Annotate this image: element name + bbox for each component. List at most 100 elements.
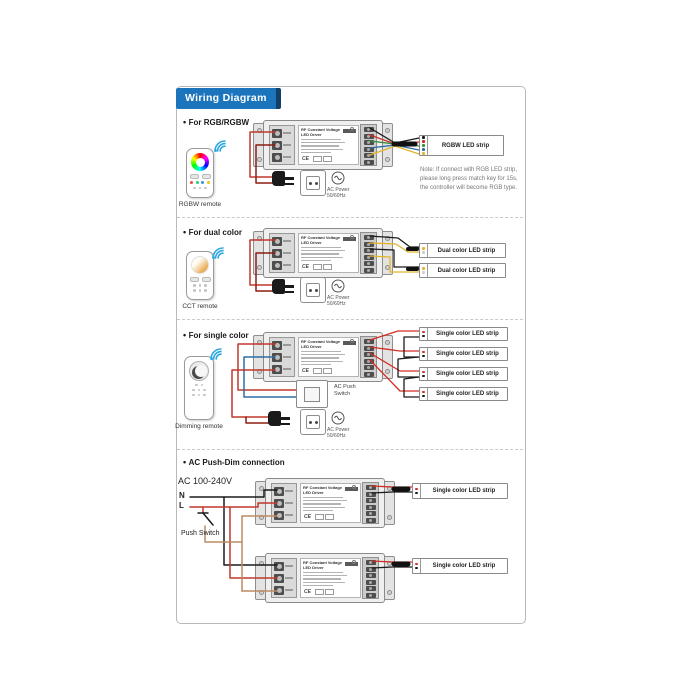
- spec-label: RF Constant Voltage LED Driver CE: [298, 233, 359, 273]
- cct-wheel: [191, 256, 209, 274]
- remote-keys: [193, 186, 207, 189]
- spec-label: RF Constant Voltage LED Driver CE: [300, 558, 361, 598]
- remote-buttons: [189, 173, 211, 179]
- neutral-label: N: [179, 491, 185, 500]
- remote-keys: [192, 388, 206, 391]
- controller-title: RF Constant Voltage LED Driver: [301, 235, 341, 245]
- rf-signal-icon: [210, 348, 222, 360]
- cert-mark: [313, 155, 322, 162]
- rgbw-led-strip: RGBW LED strip: [419, 135, 504, 156]
- remote-keys: [195, 383, 203, 386]
- spec-label: RF Constant Voltage LED Driver CE: [300, 483, 361, 523]
- ce-mark: CE: [304, 514, 311, 520]
- dual-color-led-strip: Dual color LED strip: [419, 263, 506, 278]
- strip-label: Dual color LED strip: [437, 267, 496, 274]
- remote-keys: [193, 284, 207, 287]
- rgbw-remote-label: RGBW remote: [178, 201, 222, 208]
- dimming-remote-label: Dimming remote: [175, 423, 223, 430]
- color-buttons: [190, 181, 210, 184]
- brand-mark: [345, 562, 358, 566]
- dimming-remote: [184, 356, 214, 420]
- section-label-rgbw: For RGB/RGBW: [183, 117, 249, 127]
- cert-mark: [323, 367, 332, 374]
- push-switch-label: Push Switch: [181, 530, 220, 537]
- match-key: [352, 485, 356, 489]
- remote-keys: [192, 393, 206, 396]
- ce-mark: CE: [302, 368, 309, 374]
- ac-voltage-label: AC 100-240V: [178, 476, 233, 486]
- color-wheel: [191, 153, 209, 171]
- strip-label: RGBW LED strip: [441, 142, 490, 149]
- cert-mark: [323, 155, 332, 162]
- diagram-title: Wiring Diagram: [176, 88, 281, 109]
- section-label-dual: For dual color: [183, 227, 242, 237]
- remote-keys: [193, 289, 207, 292]
- section-divider: [177, 319, 523, 320]
- cert-mark: [315, 588, 324, 595]
- brand-mark: [343, 341, 356, 345]
- ac-power-icon: [331, 279, 345, 293]
- strip-label: Single color LED strip: [432, 563, 496, 569]
- ac-power-icon: [331, 171, 345, 185]
- brand-mark: [343, 129, 356, 133]
- cert-mark: [325, 513, 334, 520]
- cert-mark: [325, 588, 334, 595]
- section-label-pushdim: AC Push-Dim connection: [183, 457, 285, 467]
- strip-label: Single color LED strip: [436, 371, 499, 377]
- single-color-led-strip: Single color LED strip: [419, 367, 508, 381]
- single-color-led-strip: Single color LED strip: [419, 327, 508, 341]
- single-color-led-strip: Single color LED strip: [419, 387, 508, 401]
- strip-label: Single color LED strip: [432, 488, 496, 494]
- match-key: [350, 339, 354, 343]
- remote-buttons: [189, 276, 211, 282]
- rf-signal-icon: [214, 140, 226, 152]
- spec-label: RF Constant Voltage LED Driver CE: [298, 337, 359, 377]
- controller-title: RF Constant Voltage LED Driver: [303, 560, 343, 570]
- controller-title: RF Constant Voltage LED Driver: [303, 485, 343, 495]
- live-label: L: [179, 501, 184, 510]
- rf-signal-icon: [212, 247, 224, 259]
- controller-title: RF Constant Voltage LED Driver: [301, 127, 341, 137]
- diagram-frame: [176, 86, 526, 624]
- ce-mark: CE: [304, 589, 311, 595]
- match-key: [352, 560, 356, 564]
- cert-mark: [315, 513, 324, 520]
- spec-label: RF Constant Voltage LED Driver CE: [298, 125, 359, 165]
- dimmer-knob: [189, 361, 209, 381]
- wall-socket-icon: [300, 277, 326, 303]
- strip-label: Dual color LED strip: [437, 247, 496, 254]
- ce-mark: CE: [302, 264, 309, 270]
- dual-color-led-strip: Dual color LED strip: [419, 243, 506, 258]
- power-plug-icon: [272, 279, 294, 294]
- single-color-led-strip: Single color LED strip: [412, 558, 508, 574]
- wall-socket-icon: [300, 409, 326, 435]
- cert-mark: [313, 263, 322, 270]
- strip-label: Single color LED strip: [436, 331, 499, 337]
- section-divider: [177, 217, 523, 218]
- wall-socket-icon: [300, 170, 326, 196]
- ac-push-switch: [296, 380, 328, 408]
- cct-remote: [186, 251, 214, 300]
- controller-title: RF Constant Voltage LED Driver: [301, 339, 341, 349]
- section-divider: [177, 449, 523, 450]
- single-color-led-strip: Single color LED strip: [412, 483, 508, 499]
- single-color-led-strip: Single color LED strip: [419, 347, 508, 361]
- cert-mark: [313, 367, 322, 374]
- section-label-single: For single color: [183, 330, 249, 340]
- cct-remote-label: CCT remote: [182, 303, 218, 310]
- power-plug-icon: [268, 411, 290, 426]
- ce-mark: CE: [302, 156, 309, 162]
- brand-mark: [343, 237, 356, 241]
- cert-mark: [323, 263, 332, 270]
- strip-label: Single color LED strip: [436, 391, 499, 397]
- brand-mark: [345, 487, 358, 491]
- note-text: Note: If connect with RGB LED strip,plea…: [420, 167, 518, 191]
- ac-power-icon: [331, 411, 345, 425]
- match-key: [350, 235, 354, 239]
